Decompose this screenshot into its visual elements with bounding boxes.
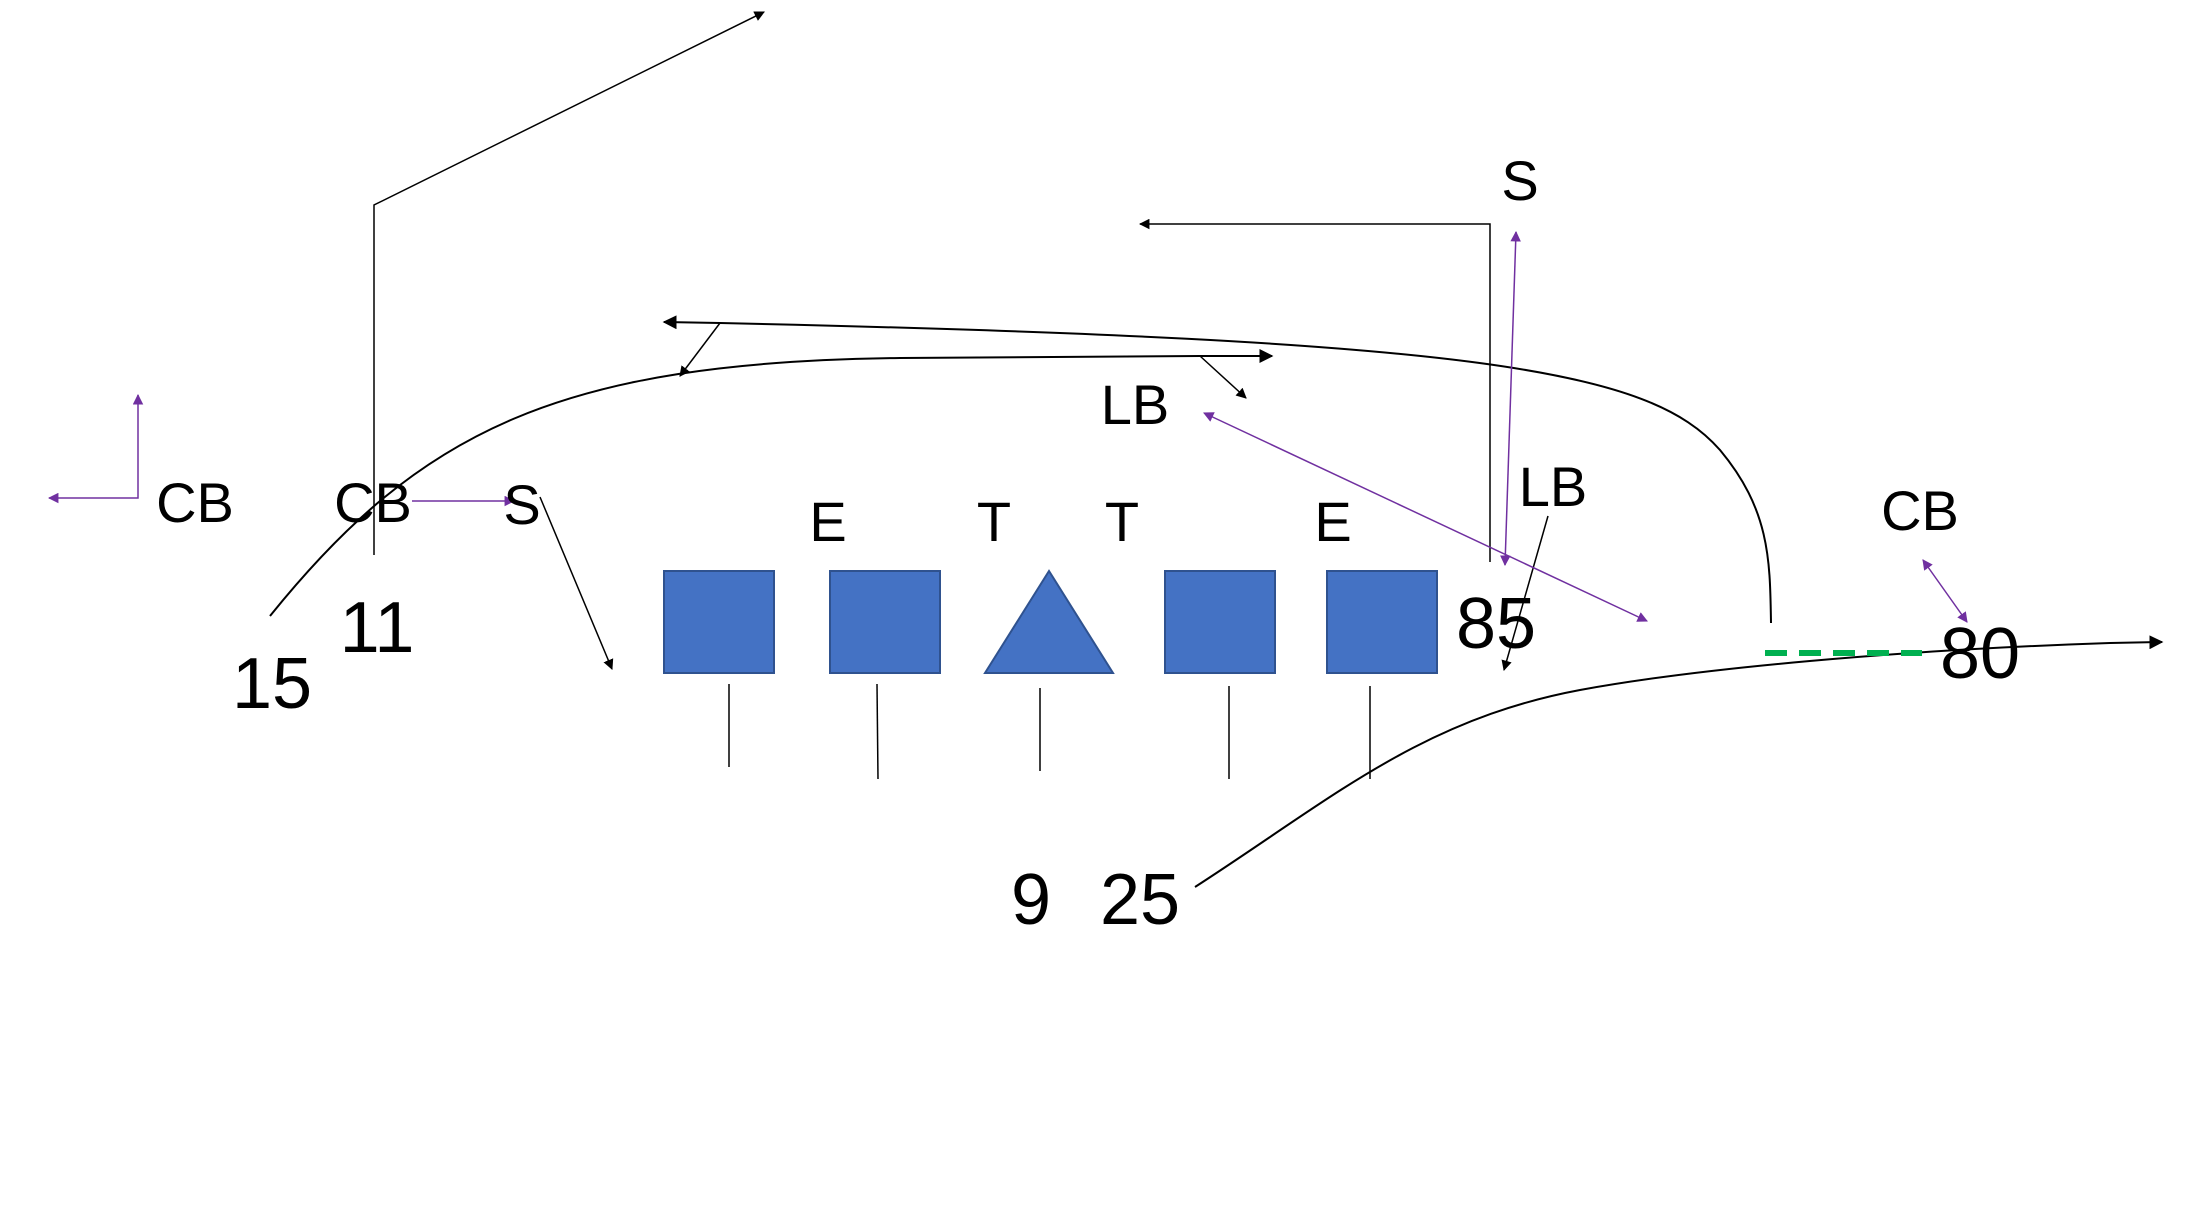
label-s-top: S bbox=[1501, 149, 1538, 212]
block-line-left-tackle bbox=[876, 683, 879, 780]
safety-left-rush bbox=[539, 496, 614, 670]
label-cb-far-left: CB bbox=[156, 471, 234, 534]
lineman-left-end bbox=[663, 570, 775, 674]
player-15: 15 bbox=[232, 644, 312, 724]
label-t-right: T bbox=[1105, 490, 1139, 553]
label-cb-left: CB bbox=[334, 471, 412, 534]
label-s-left: S bbox=[503, 473, 540, 536]
lineman-left-tackle bbox=[829, 570, 941, 674]
label-lb-middle: LB bbox=[1101, 373, 1170, 436]
lineman-right-end bbox=[1326, 570, 1438, 674]
cb-right-arrow bbox=[1922, 559, 1968, 623]
route-15-arc bbox=[269, 349, 1274, 617]
safety-top-arrow bbox=[1500, 230, 1521, 567]
center-triangle bbox=[983, 569, 1115, 674]
lb-middle-arrow bbox=[1203, 412, 1648, 622]
label-lb-right: LB bbox=[1519, 455, 1588, 518]
label-cb-right: CB bbox=[1881, 479, 1959, 542]
lineman-right-tackle bbox=[1164, 570, 1276, 674]
player-85: 85 bbox=[1456, 584, 1536, 664]
route-11-post bbox=[373, 11, 765, 555]
route-25-swing bbox=[1194, 635, 2164, 888]
label-t-left: T bbox=[977, 490, 1011, 553]
player-25: 25 bbox=[1100, 860, 1180, 940]
cb-far-left-arrow bbox=[47, 393, 144, 504]
player-9: 9 bbox=[1011, 860, 1051, 940]
route-80-branch bbox=[679, 322, 721, 377]
player-80: 80 bbox=[1940, 614, 2020, 694]
label-e-right: E bbox=[1314, 490, 1351, 553]
label-e-left: E bbox=[809, 490, 846, 553]
route-80-arc bbox=[662, 315, 1772, 624]
player-11: 11 bbox=[340, 588, 415, 668]
route-15-branch bbox=[1199, 355, 1247, 399]
